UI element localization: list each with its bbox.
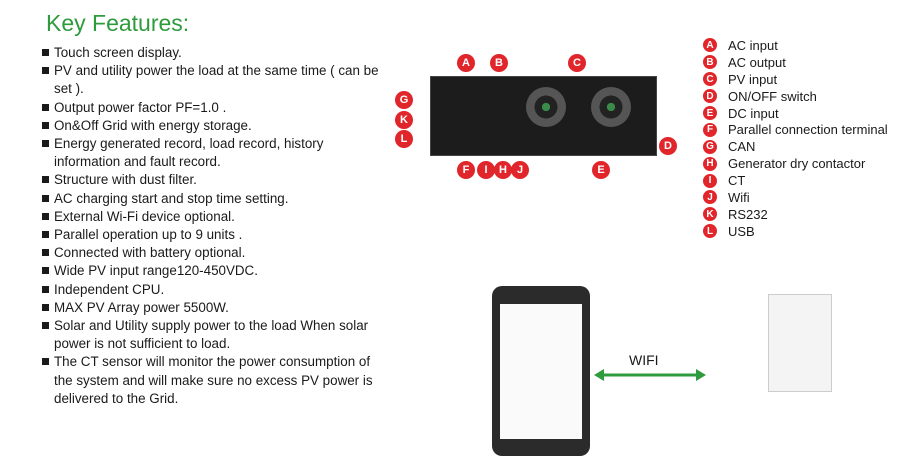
legend-item: F Parallel connection terminal [703,121,888,138]
legend-item: H Generator dry contactor [703,155,888,172]
legend-item: C PV input [703,71,888,88]
wifi-label: WIFI [629,352,659,368]
app-screen [500,304,582,439]
legend-item: G CAN [703,138,888,155]
legend-badge: A [703,38,717,53]
legend-badge: B [703,55,717,70]
legend-item: I CT [703,172,888,189]
feature-item: Structure with dust filter. [42,171,392,189]
legend-item: K RS232 [703,206,888,223]
fan-icon [591,87,631,127]
feature-item: Output power factor PF=1.0 . [42,99,392,117]
feature-list: Touch screen display. PV and utility pow… [42,44,392,408]
legend-label: RS232 [728,206,768,222]
callout-b: B [490,54,508,72]
legend-label: Generator dry contactor [728,156,866,172]
legend-badge: G [703,139,717,154]
legend-badge: E [703,106,717,120]
legend-label: CT [728,173,746,189]
callout-f: F [457,161,475,179]
legend-label: CAN [728,139,756,155]
legend-badge: L [703,224,717,239]
legend-label: Parallel connection terminal [728,122,888,138]
legend-label: DC input [728,105,779,121]
legend-item: E DC input [703,105,888,122]
feature-item: PV and utility power the load at the sam… [42,62,392,98]
page-title: Key Features: [46,10,190,36]
callout-i: I [477,161,495,179]
legend-badge: D [703,89,717,104]
feature-item: Connected with battery optional. [42,244,392,262]
callout-j: J [511,161,529,179]
feature-item: AC charging start and stop time setting. [42,190,392,208]
legend-label: USB [728,223,755,239]
legend-label: Wifi [728,189,750,205]
legend-badge: F [703,122,717,137]
legend-item: A AC input [703,37,888,54]
legend-badge: J [703,190,717,205]
feature-item: Solar and Utility supply power to the lo… [42,317,392,353]
legend-badge: C [703,72,717,87]
port-legend: A AC input B AC output C PV input D ON/OFF s… [703,37,888,240]
feature-item: MAX PV Array power 5500W. [42,299,392,317]
legend-badge: H [703,156,717,171]
feature-item: Wide PV input range120-450VDC. [42,262,392,280]
feature-item: The CT sensor will monitor the power con… [42,353,392,408]
inverter-rear-panel [430,76,657,156]
callout-g: G [395,91,413,109]
feature-item: Parallel operation up to 9 units . [42,226,392,244]
callout-e: E [592,161,610,179]
legend-item: J Wifi [703,189,888,206]
bidirectional-arrow-icon [594,369,706,381]
feature-item: Energy generated record, load record, hi… [42,135,392,171]
callout-d: D [659,137,677,155]
legend-item: L USB [703,223,888,240]
feature-item: External Wi-Fi device optional. [42,208,392,226]
callout-a: A [457,54,475,72]
feature-item: Independent CPU. [42,281,392,299]
feature-item: Touch screen display. [42,44,392,62]
callout-k: K [395,111,413,129]
legend-item: D ON/OFF switch [703,88,888,105]
inverter-image [768,294,832,392]
smartphone-image [492,286,590,456]
callout-h: H [494,161,512,179]
feature-item: On&Off Grid with energy storage. [42,117,392,135]
fan-icon [526,87,566,127]
callout-c: C [568,54,586,72]
legend-label: AC output [728,54,786,70]
legend-badge: K [703,207,717,222]
legend-item: B AC output [703,54,888,71]
legend-label: AC input [728,37,778,53]
legend-badge: I [703,173,717,188]
callout-l: L [395,130,413,148]
legend-label: ON/OFF switch [728,88,817,104]
legend-label: PV input [728,71,778,87]
